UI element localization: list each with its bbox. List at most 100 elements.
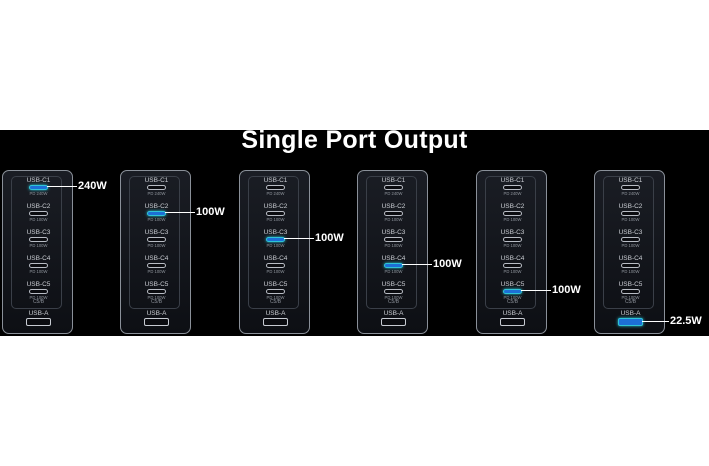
port-usb-a: USB-A [240, 310, 311, 326]
port-power-rating: PD 240W [384, 191, 403, 196]
output-connector-line [402, 264, 432, 265]
port-label: USB-A [146, 310, 167, 317]
usb-c-socket-icon [503, 211, 522, 216]
output-wattage-label: 100W [552, 284, 581, 296]
port-label: USB-C1 [144, 177, 169, 184]
port-power-rating: PD 100W [147, 269, 166, 274]
port-label: USB-C4 [26, 255, 51, 262]
port-label: USB-C3 [263, 229, 288, 236]
output-wattage-label: 240W [78, 180, 107, 192]
usb-a-socket-icon [381, 318, 406, 326]
port-usb-c4: USB-C4 PD 100W [121, 255, 192, 274]
port-sublabel: C5/B [150, 299, 163, 305]
usb-c-socket-icon [384, 185, 403, 190]
port-power-rating: PD 100W [29, 269, 48, 274]
usb-c-socket-icon [503, 237, 522, 242]
port-power-rating: PD 100W [503, 217, 522, 222]
port-label: USB-C1 [26, 177, 51, 184]
usb-c-socket-icon [29, 237, 48, 242]
usb-c-port-panel [129, 176, 180, 309]
usb-c-socket-active-icon [147, 211, 166, 216]
port-label: USB-C4 [618, 255, 643, 262]
port-sublabel: C5/B [506, 299, 519, 305]
usb-a-socket-icon [26, 318, 51, 326]
port-label: USB-C4 [263, 255, 288, 262]
port-power-rating: PD 100W [384, 217, 403, 222]
port-label: USB-C4 [144, 255, 169, 262]
port-label: USB-C5 [381, 281, 406, 288]
port-power-rating: PD 100W [266, 269, 285, 274]
port-power-rating: PD 100W [384, 243, 403, 248]
port-usb-a: USB-A [121, 310, 192, 326]
usb-c-socket-icon [266, 289, 285, 294]
port-usb-a: USB-A [3, 310, 74, 326]
usb-c-socket-active-icon [503, 289, 522, 294]
port-usb-c4: USB-C4 PD 100W [3, 255, 74, 274]
port-power-rating: PD 100W [266, 295, 285, 300]
output-connector-line [642, 321, 669, 322]
port-power-rating: PD 240W [147, 191, 166, 196]
usb-a-socket-icon [263, 318, 288, 326]
port-power-rating: PD 100W [621, 269, 640, 274]
usb-c-socket-icon [147, 185, 166, 190]
port-power-rating: PD 100W [29, 243, 48, 248]
output-connector-line [284, 238, 314, 239]
port-label: USB-C5 [26, 281, 51, 288]
port-sublabel: C5/B [269, 299, 282, 305]
port-sublabel: C5/B [32, 299, 45, 305]
port-label: USB-A [265, 310, 286, 317]
port-power-rating: PD 100W [621, 243, 640, 248]
port-power-rating: PD 100W [266, 217, 285, 222]
port-usb-c4: USB-C4 PD 100W [595, 255, 666, 274]
port-usb-c1: USB-C1 PD 240W [358, 177, 429, 196]
port-power-rating: PD 100W [147, 295, 166, 300]
port-power-rating: PD 100W [621, 217, 640, 222]
port-label: USB-A [28, 310, 49, 317]
usb-a-socket-icon [144, 318, 169, 326]
port-usb-a: USB-A [358, 310, 429, 326]
port-sublabel: C5/B [624, 299, 637, 305]
port-power-rating: PD 100W [147, 243, 166, 248]
port-label: USB-C2 [26, 203, 51, 210]
usb-c-socket-icon [266, 185, 285, 190]
usb-c-socket-icon [29, 263, 48, 268]
port-label: USB-C3 [144, 229, 169, 236]
usb-c-socket-icon [621, 289, 640, 294]
port-label: USB-C2 [144, 203, 169, 210]
usb-c-socket-active-icon [384, 263, 403, 268]
usb-c-socket-icon [621, 263, 640, 268]
port-label: USB-C5 [144, 281, 169, 288]
port-label: USB-C4 [500, 255, 525, 262]
usb-c-socket-icon [384, 289, 403, 294]
port-label: USB-C2 [381, 203, 406, 210]
port-label: USB-C1 [500, 177, 525, 184]
port-label: USB-C1 [381, 177, 406, 184]
port-label: USB-A [502, 310, 523, 317]
output-connector-line [521, 290, 551, 291]
output-wattage-label: 100W [433, 258, 462, 270]
black-banner [0, 130, 709, 336]
usb-c-port-panel [366, 176, 417, 309]
usb-c-socket-active-icon [266, 237, 285, 242]
output-wattage-label: 22.5W [670, 315, 702, 327]
usb-c-port-panel [248, 176, 299, 309]
port-label: USB-C1 [618, 177, 643, 184]
port-power-rating: PD 100W [384, 295, 403, 300]
